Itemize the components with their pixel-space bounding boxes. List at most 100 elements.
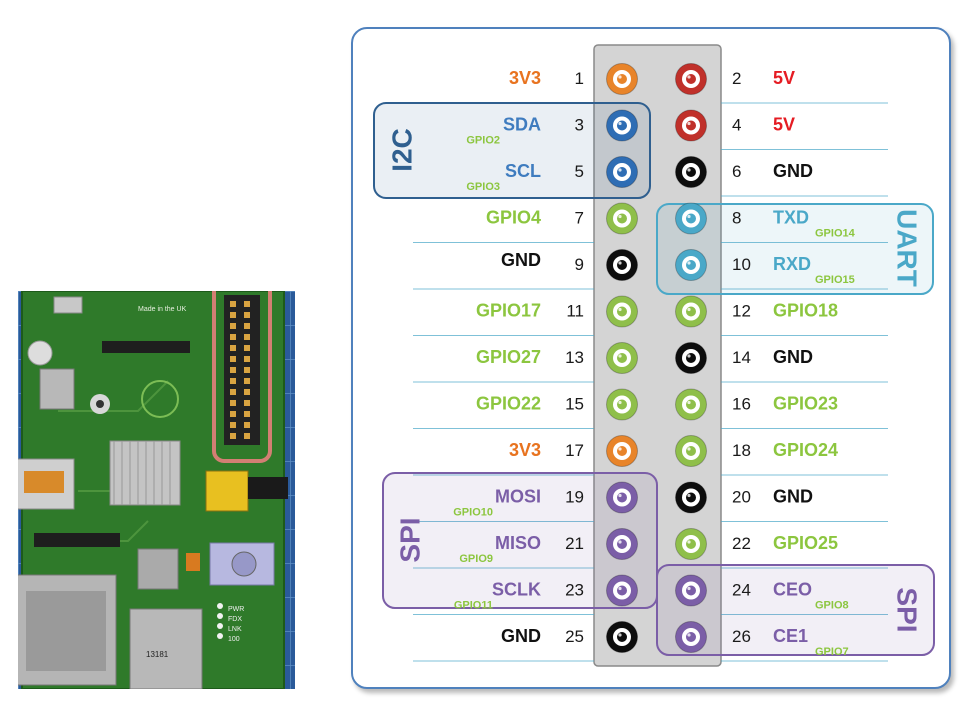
pin-number-24: 24: [732, 581, 751, 600]
pin-label-12: GPIO18: [773, 301, 838, 321]
header-pin-green: [675, 435, 707, 467]
pin-label-23: SCLK: [492, 580, 541, 600]
pin-label-24: CEO: [773, 580, 812, 600]
photo-header-pin: [244, 367, 250, 373]
led-label-100: 100: [228, 636, 240, 643]
board-illustration: Made in the UK 1: [15, 277, 295, 690]
pin-number-11: 11: [566, 302, 584, 321]
uart-group-label: UART: [892, 209, 923, 287]
pin-number-21: 21: [565, 534, 584, 553]
header-pin-orange: [606, 435, 638, 467]
pin-number-2: 2: [732, 69, 741, 88]
photo-header-pin: [244, 323, 250, 329]
pin-label-2: 5V: [773, 68, 795, 88]
pin-gpio-19: GPIO10: [453, 507, 493, 519]
pin-gpio-8: GPIO14: [815, 228, 856, 240]
pin-label-19: MOSI: [495, 487, 541, 507]
photo-header-pin: [230, 367, 236, 373]
header-pin-purple: [675, 621, 707, 653]
photo-header-pin: [244, 389, 250, 395]
chip-number-text: 13181: [146, 650, 169, 659]
header-pin-blue: [606, 156, 638, 188]
photo-header-pin: [244, 433, 250, 439]
header-pin-green: [675, 528, 707, 560]
header-pin-green: [606, 388, 638, 421]
photo-led: [217, 633, 223, 639]
pin-number-16: 16: [732, 395, 751, 414]
spi-left-group-box: [382, 472, 658, 609]
header-pin-purple: [606, 574, 638, 607]
spi-left-group-label: SPI: [394, 517, 425, 562]
pin-number-7: 7: [575, 209, 584, 228]
header-pin-green: [606, 295, 638, 328]
pin-number-9: 9: [575, 255, 584, 274]
i2c-group-box: [373, 102, 651, 199]
header-pin-black: [675, 156, 707, 188]
pin-gpio-21: GPIO9: [459, 553, 493, 565]
pin-label-6: GND: [773, 161, 813, 181]
header-pin-black: [606, 621, 638, 653]
pin-label-11: GPIO17: [476, 301, 541, 321]
photo-header-pin: [230, 411, 236, 417]
photo-header-pin: [230, 334, 236, 340]
photo-led: [217, 623, 223, 629]
header-pin-green: [606, 202, 638, 235]
photo-header-pin: [244, 411, 250, 417]
photo-header-pin: [230, 312, 236, 318]
pin-number-8: 8: [732, 209, 741, 228]
pin-number-19: 19: [565, 488, 584, 507]
photo-header-pin: [230, 345, 236, 351]
pin-label-26: CE1: [773, 626, 808, 646]
header-pin-green: [675, 388, 707, 421]
pin-number-3: 3: [575, 116, 584, 135]
i2c-group-label: I2C: [386, 128, 417, 172]
photo-header-pin: [244, 356, 250, 362]
pin-gpio-5: GPIO3: [466, 181, 500, 193]
photo-led: [217, 613, 223, 619]
pin-number-13: 13: [565, 348, 584, 367]
photo-header-pin: [230, 323, 236, 329]
pin-label-9: GND: [501, 250, 541, 270]
photo-header-pin: [244, 378, 250, 384]
pin-number-12: 12: [732, 302, 751, 321]
photo-header-pin: [230, 301, 236, 307]
header-pin-purple: [675, 574, 707, 607]
pin-number-22: 22: [732, 534, 751, 553]
pin-number-10: 10: [732, 255, 751, 274]
photo-led: [217, 603, 223, 609]
photo-header-pin: [230, 389, 236, 395]
photo-header-pin: [230, 422, 236, 428]
pin-label-13: GPIO27: [476, 347, 541, 367]
pin-label-17: 3V3: [509, 440, 541, 460]
header-pin-purple: [606, 481, 638, 514]
pin-label-8: TXD: [773, 208, 809, 228]
pin-label-4: 5V: [773, 115, 795, 135]
pin-label-10: RXD: [773, 254, 811, 274]
pin-label-16: GPIO23: [773, 394, 838, 414]
photo-header-pin: [244, 301, 250, 307]
pin-label-25: GND: [501, 626, 541, 646]
led-label-fdx: FDX: [228, 616, 242, 623]
pin-label-22: GPIO25: [773, 533, 838, 553]
photo-header-pin: [230, 400, 236, 406]
board-made-in-text: Made in the UK: [138, 306, 187, 313]
header-pin-cyan: [675, 202, 707, 235]
photo-header-pin: [244, 312, 250, 318]
pin-number-1: 1: [575, 69, 584, 88]
pin-number-25: 25: [565, 627, 584, 646]
header-pin-red: [675, 63, 707, 95]
pin-gpio-26: GPIO7: [815, 646, 849, 658]
pin-label-14: GND: [773, 347, 813, 367]
led-label-pwr: PWR: [228, 606, 244, 613]
pin-label-15: GPIO22: [476, 394, 541, 414]
pin-label-18: GPIO24: [773, 440, 838, 460]
pin-gpio-24: GPIO8: [815, 600, 849, 612]
header-pin-green: [675, 295, 707, 328]
pin-number-4: 4: [732, 116, 741, 135]
pin-number-17: 17: [565, 441, 584, 460]
pin-label-21: MISO: [495, 533, 541, 553]
pin-number-15: 15: [565, 395, 584, 414]
photo-header-pin: [230, 378, 236, 384]
pin-label-20: GND: [773, 487, 813, 507]
pin-number-5: 5: [575, 162, 584, 181]
